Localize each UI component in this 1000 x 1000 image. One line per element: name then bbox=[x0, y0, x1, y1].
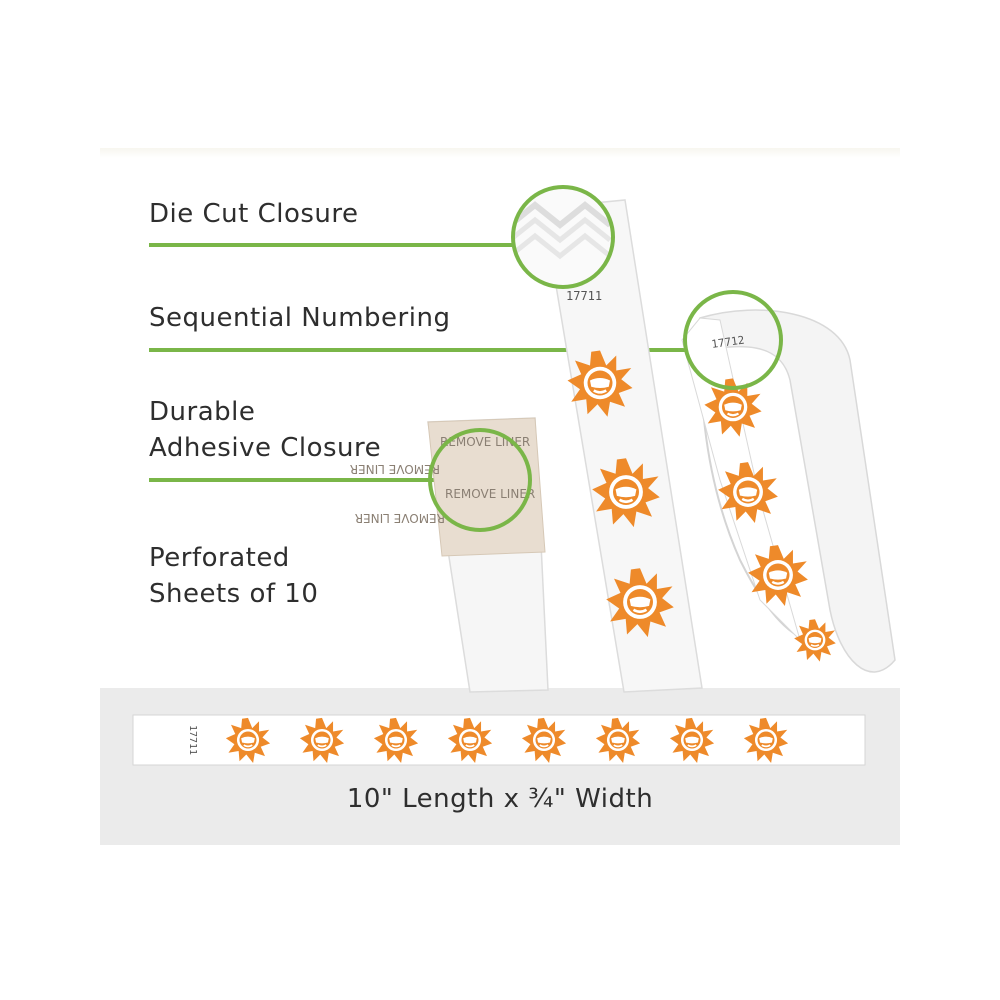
adhesive-closure-pointer-line bbox=[149, 478, 439, 482]
sun-logo-icon bbox=[793, 618, 837, 663]
sequential-numbering-pointer-line bbox=[149, 348, 687, 352]
die-cut-magnifier bbox=[511, 185, 615, 289]
bottom-panel bbox=[100, 688, 900, 845]
sheets-of-10-label: Sheets of 10 bbox=[149, 579, 319, 609]
sequential-number-magnifier bbox=[683, 290, 783, 390]
adhesive-wristband: REMOVE LINER REMOVE LINER REMOVE LINER R… bbox=[350, 417, 549, 693]
adhesive-magnifier bbox=[428, 428, 532, 532]
vertical-band-number: 17711 bbox=[566, 289, 602, 303]
flat-band-number: 17711 bbox=[187, 725, 198, 755]
liner-text-rotated: REMOVE LINER bbox=[350, 462, 440, 476]
sequential-numbering-label: Sequential Numbering bbox=[149, 303, 451, 333]
flat-wristband: 17711 bbox=[132, 714, 866, 766]
die-cut-closure-label: Die Cut Closure bbox=[149, 199, 359, 229]
die-cut-closure-pointer-line bbox=[149, 243, 529, 247]
dimension-caption: 10" Length x ¾" Width bbox=[346, 784, 654, 814]
perforated-label: Perforated bbox=[149, 543, 290, 573]
curved-band-number: 17712 bbox=[711, 333, 746, 350]
adhesive-closure-label: Adhesive Closure bbox=[149, 433, 382, 463]
liner-text-rotated: REMOVE LINER bbox=[355, 511, 445, 525]
curved-wristband: 17712 bbox=[681, 309, 896, 673]
durable-label: Durable bbox=[149, 397, 256, 427]
top-fade bbox=[100, 148, 900, 158]
liner-text: REMOVE LINER bbox=[445, 487, 535, 501]
